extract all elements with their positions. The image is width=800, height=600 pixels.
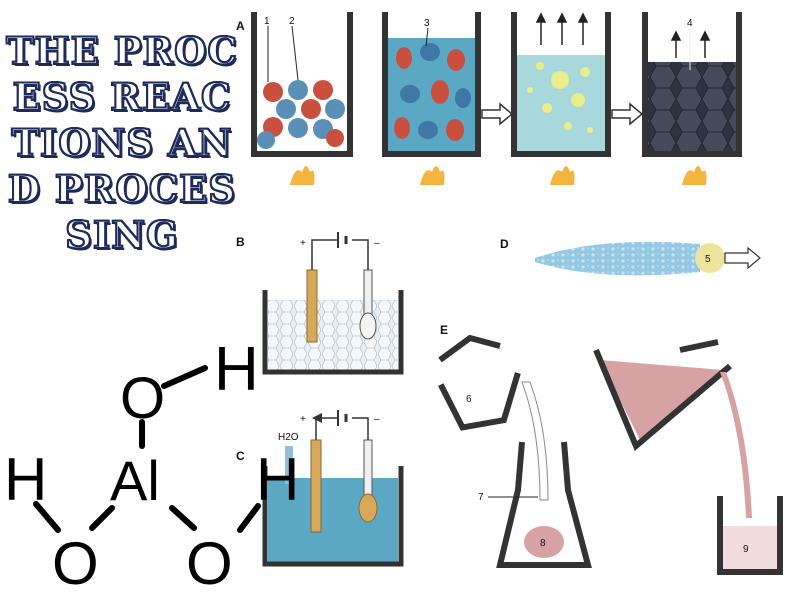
rising-arrows — [537, 14, 587, 45]
aluminum-hydroxide-molecule: H O Al H O O H — [4, 335, 299, 597]
vessel-a2: 3 — [385, 12, 478, 185]
plasma-jet-d: 5 — [535, 242, 760, 275]
electrolysis-cell-b: + – — [265, 232, 401, 372]
minus-c: – — [374, 414, 380, 425]
atom-h-right: H — [256, 446, 299, 513]
label-2: 2 — [289, 16, 295, 27]
flame-a2 — [420, 166, 445, 185]
pouring-setup-e1: 6 8 7 — [440, 338, 588, 565]
vessel-a3 — [514, 12, 608, 185]
flame-a3 — [550, 166, 575, 185]
atom-o-right: O — [186, 530, 233, 597]
atom-o-left: O — [52, 530, 99, 597]
atom-al: Al — [110, 449, 160, 512]
panel-label-d: D — [500, 237, 509, 251]
label-9: 9 — [743, 544, 749, 555]
panel-label-b: B — [236, 235, 245, 249]
arrow-a3-a4 — [612, 104, 642, 124]
atom-h-left: H — [4, 446, 47, 513]
label-8: 8 — [540, 538, 546, 549]
arrow-a2-a3 — [482, 104, 512, 124]
atom-o-top: O — [120, 366, 165, 431]
pouring-setup-e2: 9 — [596, 342, 780, 572]
flame-a1 — [290, 166, 315, 185]
label-3: 3 — [424, 18, 430, 29]
label-5: 5 — [705, 254, 711, 265]
label-1: 1 — [264, 16, 270, 27]
water-label: H2O — [278, 432, 299, 443]
panel-label-a: A — [236, 19, 245, 33]
label-7: 7 — [478, 492, 484, 503]
vessel-a4: 4 — [645, 12, 739, 185]
flame-a4 — [682, 166, 707, 185]
atom-h-top: H — [214, 335, 259, 404]
plus-b: + — [300, 238, 306, 249]
plus-c: + — [300, 414, 306, 425]
vessel-a1: 1 2 — [254, 12, 350, 185]
label-6: 6 — [466, 394, 472, 405]
dissolving-particles — [394, 43, 471, 141]
panel-label-c: C — [236, 449, 245, 463]
label-4: 4 — [687, 18, 693, 29]
minus-b: – — [374, 238, 380, 249]
panel-label-e: E — [440, 323, 448, 337]
